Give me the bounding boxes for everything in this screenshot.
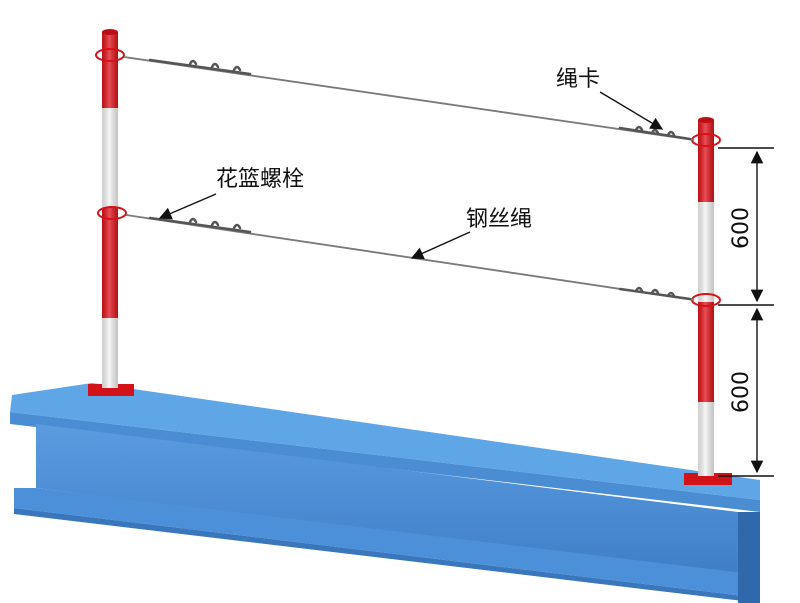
right-post: [684, 117, 732, 485]
left-upper-loop: [95, 48, 125, 62]
beam-end-face: [738, 512, 760, 603]
beam-bottom-flange-front: [14, 508, 760, 603]
left-post-base-plate: [88, 384, 134, 396]
upper-rope-clips: [618, 125, 692, 141]
beam-top-flange-front: [10, 412, 760, 512]
lower-turnbuckle: [148, 216, 252, 234]
beam-top-flange: [10, 383, 760, 500]
callout-wire-rope: 钢丝绳: [410, 207, 532, 260]
upper-turnbuckle: [148, 58, 252, 76]
left-post: [88, 29, 134, 396]
callout-turnbuckle: 花篮螺栓: [158, 167, 304, 220]
lower-rope-clips: [618, 286, 692, 301]
dimension-lower-value: 600: [729, 371, 754, 413]
lower-wire-rope: [125, 214, 695, 301]
label-wire-rope: 钢丝绳: [466, 207, 532, 232]
callout-rope-clip: 绳卡: [556, 67, 664, 130]
left-lower-loop: [97, 206, 127, 220]
label-turnbuckle: 花篮螺栓: [216, 167, 304, 192]
wire-ropes: [123, 56, 695, 301]
beam-web: [36, 424, 738, 575]
i-beam: [10, 383, 760, 603]
beam-bottom-flange: [14, 488, 760, 598]
label-rope-clip: 绳卡: [556, 67, 600, 92]
dimension-upper-value: 600: [729, 207, 754, 249]
dimension-lines: [718, 147, 774, 477]
